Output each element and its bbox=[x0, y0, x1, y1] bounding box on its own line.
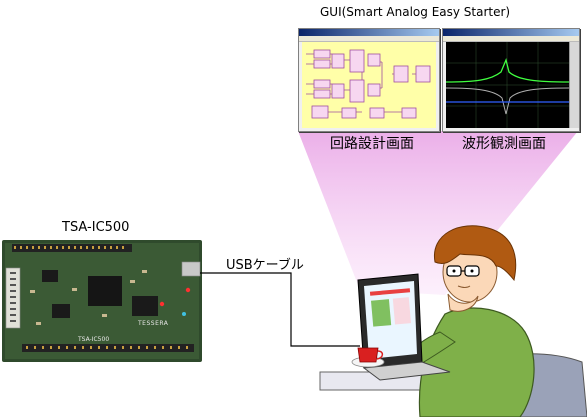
person-with-laptop bbox=[319, 225, 587, 417]
usb-cable-label: USBケーブル bbox=[226, 258, 304, 273]
hand bbox=[447, 293, 479, 312]
scope-side-panel bbox=[569, 42, 579, 128]
waveform-screen-label: 波形観測画面 bbox=[462, 136, 546, 152]
circuit-screen-label: 回路設計画面 bbox=[330, 136, 414, 152]
laptop bbox=[357, 273, 451, 381]
board-graphic bbox=[2, 240, 202, 362]
coffee-cup bbox=[351, 347, 385, 368]
window-menubar bbox=[299, 36, 439, 42]
waveform-gray bbox=[445, 87, 570, 115]
circuit-design-window bbox=[298, 28, 440, 132]
waveform-window bbox=[442, 28, 580, 132]
schematic-diagram bbox=[306, 49, 431, 119]
gui-title: GUI(Smart Analog Easy Starter) bbox=[320, 5, 511, 19]
window-titlebar bbox=[299, 29, 439, 36]
window-titlebar bbox=[443, 29, 579, 36]
waveform-plot bbox=[445, 42, 570, 128]
window-menubar bbox=[443, 36, 579, 42]
waveform-green bbox=[445, 57, 570, 83]
board-model-silkscreen: TSA-IC500 bbox=[78, 336, 110, 343]
evaluation-board: TESSERA TSA-IC500 bbox=[2, 240, 202, 362]
oscilloscope-display bbox=[445, 42, 570, 128]
board-brand-silkscreen: TESSERA bbox=[138, 320, 169, 327]
board-label: TSA-IC500 bbox=[62, 220, 130, 235]
hair bbox=[434, 225, 517, 282]
shirt bbox=[418, 307, 535, 417]
schematic-canvas bbox=[302, 42, 436, 128]
